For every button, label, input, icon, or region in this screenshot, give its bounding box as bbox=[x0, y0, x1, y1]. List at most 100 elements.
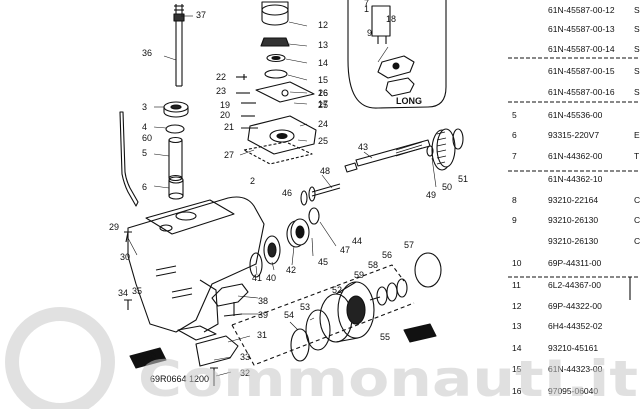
callout-14: 14 bbox=[318, 58, 328, 68]
callout-30: 30 bbox=[120, 252, 130, 262]
callout-31: 31 bbox=[257, 330, 267, 340]
callout-55: 55 bbox=[380, 332, 390, 342]
parts-ref: 10 bbox=[512, 258, 522, 268]
parts-number: 61N-45587-00-13 bbox=[548, 24, 615, 34]
callout-51: 51 bbox=[458, 174, 468, 184]
callout-29: 29 bbox=[109, 222, 119, 232]
callout-15: 15 bbox=[318, 75, 328, 85]
callout-41: 41 bbox=[252, 273, 262, 283]
parts-row: 9 93210-26130 C bbox=[512, 215, 640, 225]
bearing-42 bbox=[263, 235, 281, 265]
watermark: CommonautI.it bbox=[5, 307, 638, 409]
callout-47: 47 bbox=[340, 245, 350, 255]
leader-lines bbox=[127, 15, 437, 377]
bolt-39 bbox=[223, 313, 243, 317]
callout-42: 42 bbox=[286, 265, 296, 275]
callout-34: 34 bbox=[118, 288, 128, 298]
parts-ref: 7 bbox=[512, 151, 517, 161]
parts-number: 93210-26130 bbox=[548, 236, 598, 246]
callout-56: 56 bbox=[382, 250, 392, 260]
washer bbox=[165, 124, 185, 134]
parts-row: 7 61N-44362-00 T bbox=[512, 151, 639, 161]
callout-18: 18 bbox=[386, 14, 396, 24]
callout-9: 9 bbox=[367, 28, 372, 38]
parts-ref: 15 bbox=[512, 364, 522, 374]
parts-number: 69P-44311-00 bbox=[548, 258, 602, 268]
propeller-housing bbox=[305, 281, 375, 351]
parts-suffix: S bbox=[634, 66, 640, 76]
callout-40: 40 bbox=[266, 273, 276, 283]
parts-suffix: C bbox=[634, 215, 640, 225]
fwd-label: FWD bbox=[135, 350, 158, 365]
parts-suffix: C bbox=[634, 195, 640, 205]
parts-number: 6L2-44367-00 bbox=[548, 280, 601, 290]
bushing bbox=[168, 176, 184, 200]
callout-60: 60 bbox=[142, 133, 152, 143]
parts-ref: 6 bbox=[512, 130, 517, 140]
callout-6: 6 bbox=[142, 182, 147, 192]
callout-2: 2 bbox=[250, 176, 255, 186]
callout-58: 58 bbox=[368, 260, 378, 270]
callout-16: 16 bbox=[318, 88, 328, 98]
parts-ref: 9 bbox=[512, 215, 517, 225]
callout-25: 25 bbox=[318, 136, 328, 146]
callout-27: 27 bbox=[224, 150, 234, 160]
clutch bbox=[300, 186, 316, 206]
parts-number: 61N-44362-00 bbox=[548, 151, 603, 161]
callout-46: 46 bbox=[282, 188, 292, 198]
o-ring-51 bbox=[452, 128, 464, 150]
line-art bbox=[119, 0, 640, 386]
callout-53: 53 bbox=[300, 302, 310, 312]
parts-number: 61N-45587-00-16 bbox=[548, 87, 615, 97]
callout-37: 37 bbox=[196, 10, 206, 20]
shaft-bearing bbox=[163, 101, 189, 118]
watermark-logo-icon bbox=[5, 307, 115, 409]
parts-suffix: T bbox=[634, 151, 639, 161]
parts-ref: 13 bbox=[512, 321, 522, 331]
callout-54: 54 bbox=[284, 310, 294, 320]
parts-number: 69P-44322-00 bbox=[548, 301, 602, 311]
callout-20: 20 bbox=[220, 110, 230, 120]
parts-number: 61N-45536-00 bbox=[548, 110, 603, 120]
callout-50: 50 bbox=[442, 182, 452, 192]
callout-57: 57 bbox=[404, 240, 414, 250]
callout-26: 26 bbox=[318, 88, 328, 98]
callout-labels: 1234567912131415161718192021222324252526… bbox=[109, 0, 468, 378]
parts-number: 61N-44323-00 bbox=[548, 364, 603, 374]
gasket bbox=[243, 141, 313, 165]
parts-number: 93210-26130 bbox=[548, 215, 598, 225]
clutch-pin bbox=[311, 183, 341, 197]
parts-row: 13 6H4-44352-02 bbox=[512, 321, 603, 331]
bolt-32-33 bbox=[210, 367, 218, 386]
parts-suffix: S bbox=[634, 44, 640, 54]
lower-casing bbox=[127, 196, 265, 341]
parts-row: 10 69P-44311-00 bbox=[512, 258, 602, 268]
o-ring-54 bbox=[290, 328, 310, 362]
parts-suffix: E bbox=[634, 130, 640, 140]
parts-ref: 8 bbox=[512, 195, 517, 205]
o-ring-49 bbox=[426, 145, 434, 157]
callout-43: 43 bbox=[358, 142, 368, 152]
parts-ref: 14 bbox=[512, 343, 522, 353]
parts-number: 97095-06040 bbox=[548, 386, 598, 396]
shift-rod bbox=[119, 111, 139, 207]
parts-row: 15 61N-44323-00 bbox=[512, 364, 603, 374]
callout-3: 3 bbox=[142, 102, 147, 112]
callout-21: 21 bbox=[224, 122, 234, 132]
parts-number: 93315-220V7 bbox=[548, 130, 599, 140]
parts-number: 6H4-44352-02 bbox=[548, 321, 603, 331]
pump-housing bbox=[260, 1, 290, 79]
pinion-gear bbox=[286, 218, 310, 248]
